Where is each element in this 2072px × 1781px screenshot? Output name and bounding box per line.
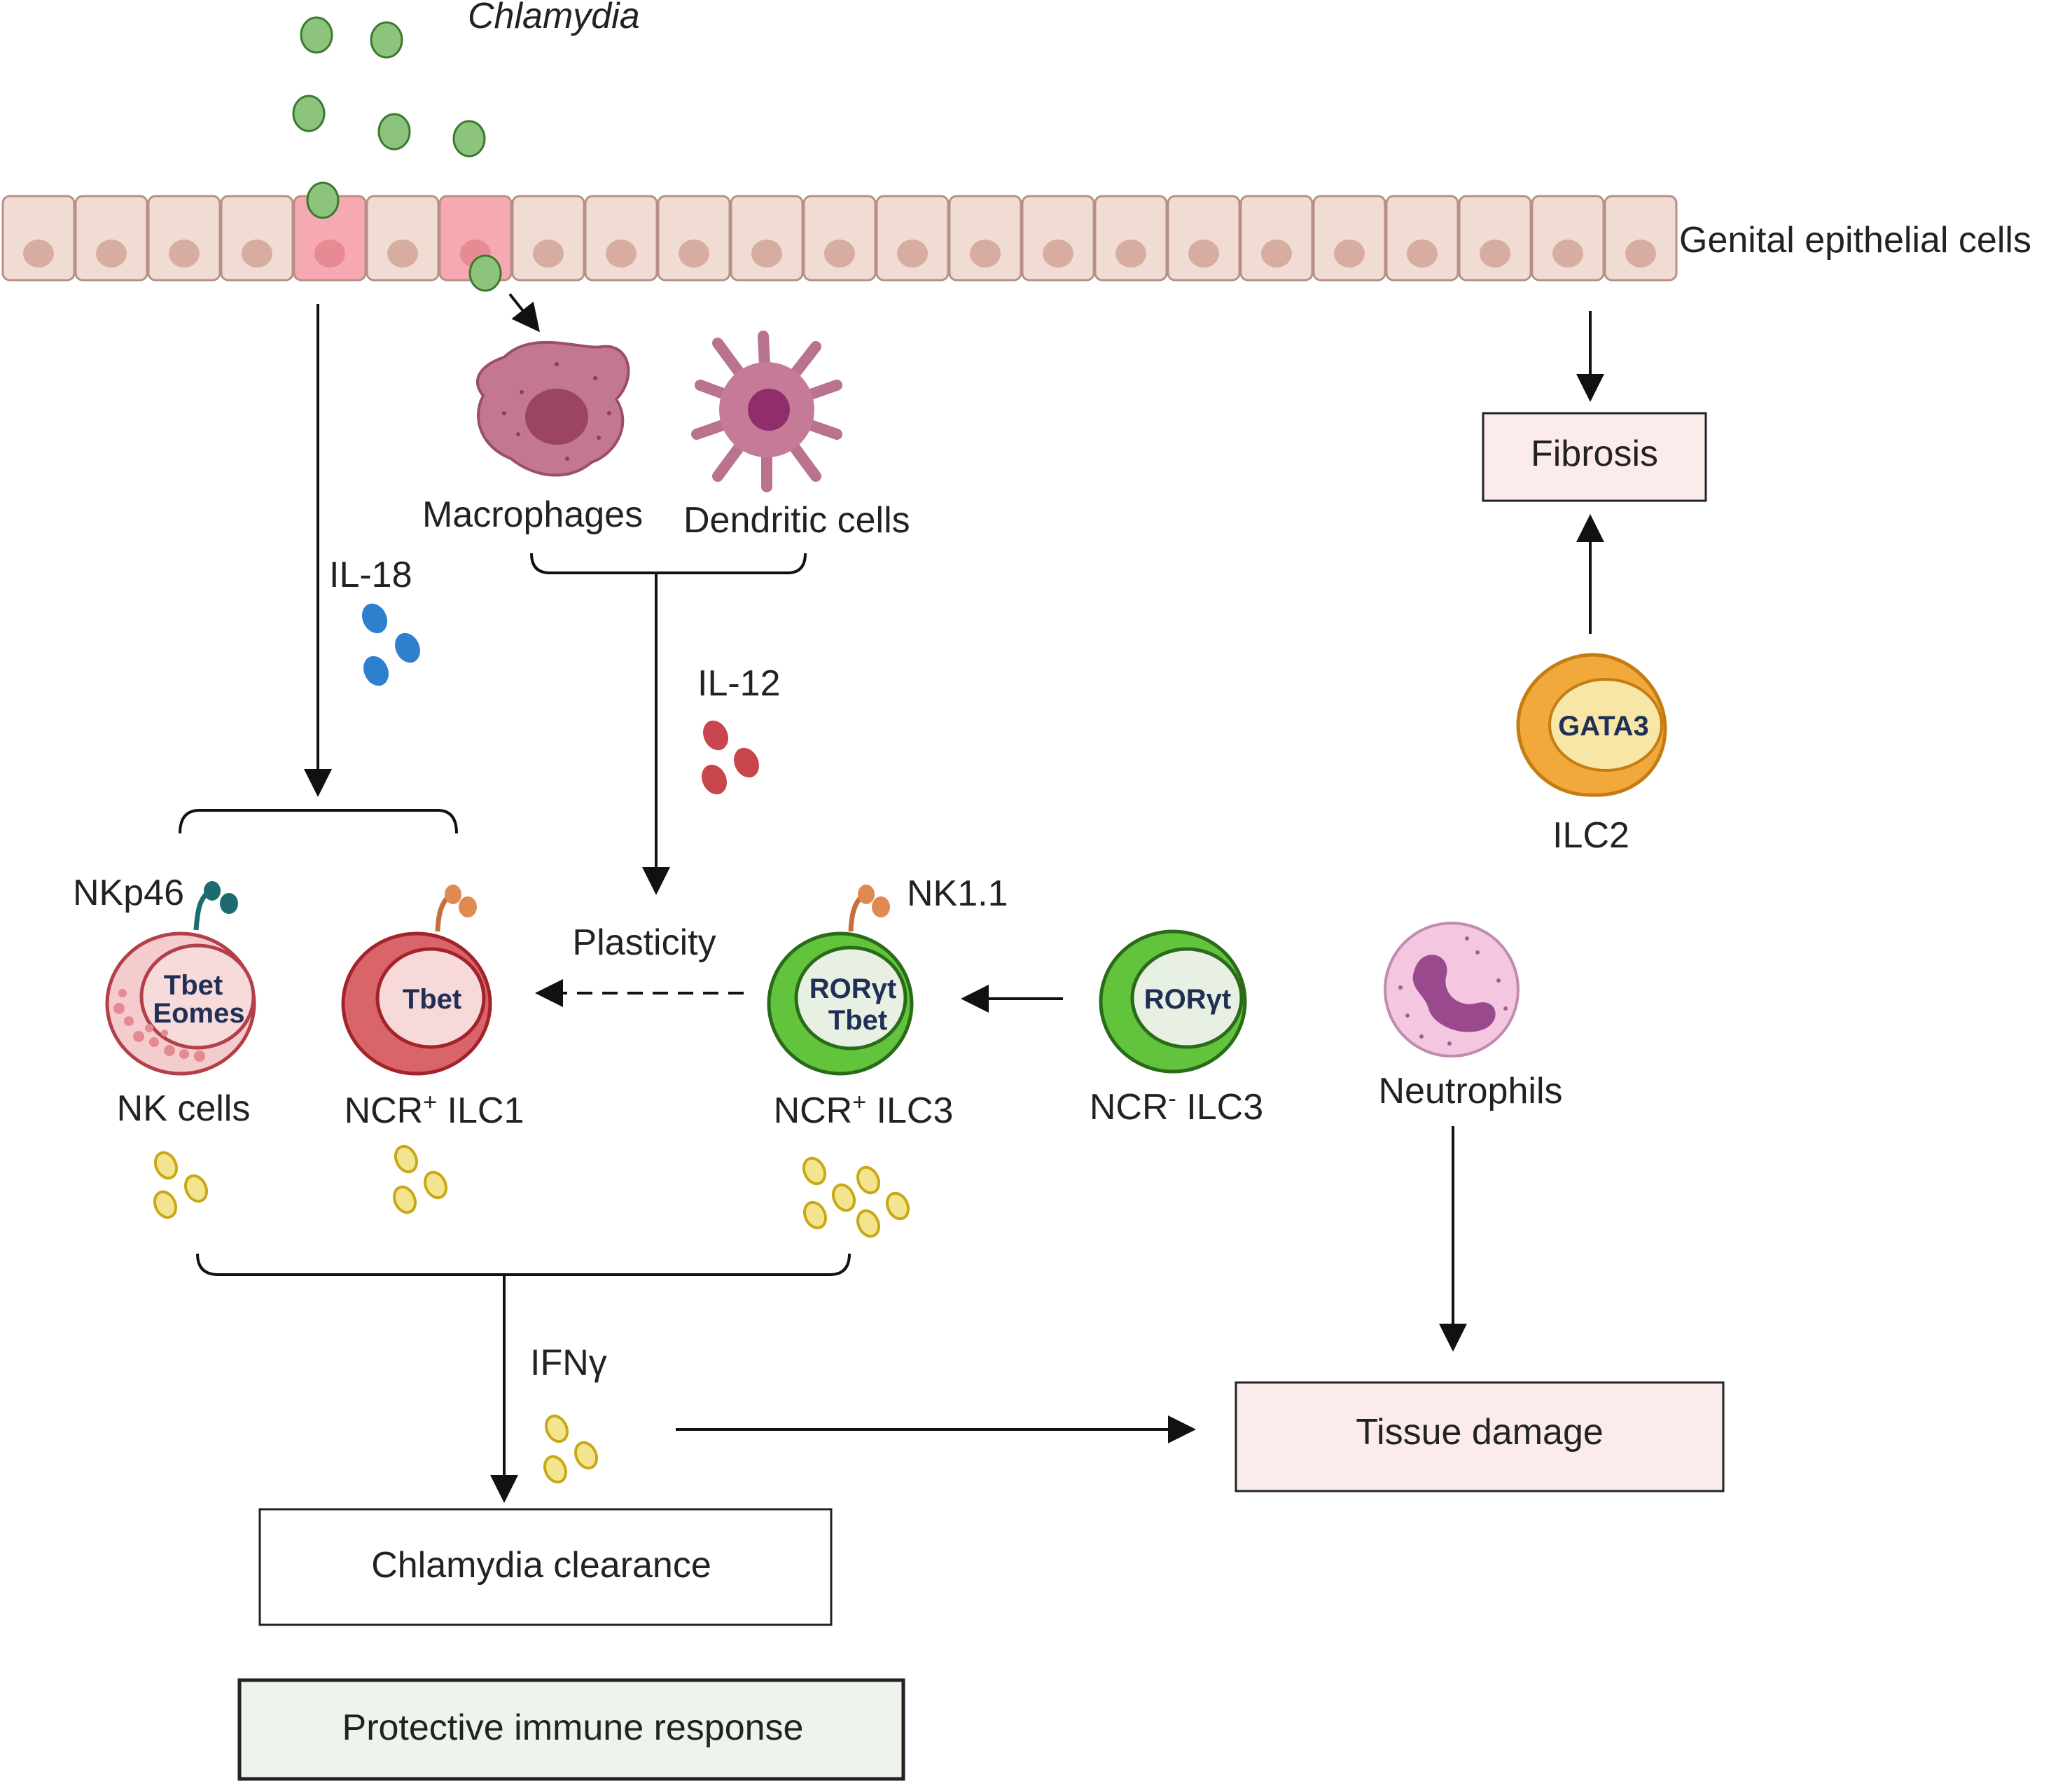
ilc3-marker-rorgt: RORγt xyxy=(809,973,896,1004)
plasticity-label: Plasticity xyxy=(572,922,716,963)
epithelial-label: Genital epithelial cells xyxy=(1679,220,2031,261)
ilc2-cell-icon xyxy=(1516,653,1667,797)
connectors xyxy=(179,293,1604,1503)
tissue-damage-label: Tissue damage xyxy=(1356,1412,1604,1453)
epithelial-cell xyxy=(730,195,804,282)
epithelial-cell xyxy=(147,195,221,282)
il18-label: IL-18 xyxy=(329,555,412,595)
tissue-damage-box xyxy=(1235,1381,1725,1492)
macrophages-label: Macrophages xyxy=(422,494,643,535)
ilc3-ncr-neg-marker: RORγt xyxy=(1144,984,1231,1015)
epithelial-cell xyxy=(1021,195,1095,282)
ilc1-marker: Tbet xyxy=(403,984,461,1015)
ilc1-label: NCR+ ILC1 xyxy=(345,1089,524,1131)
epithelial-cell xyxy=(1312,195,1386,282)
epithelial-cell xyxy=(1531,195,1605,282)
ilc3-marker-tbet: Tbet xyxy=(828,1005,887,1036)
fibrosis-label: Fibrosis xyxy=(1531,434,1658,474)
epithelial-cell xyxy=(1,195,76,282)
clearance-box xyxy=(258,1508,833,1626)
ifng-label: IFNγ xyxy=(530,1343,607,1383)
epithelial-cell xyxy=(802,195,877,282)
ilc3-ncr-neg-label: NCR- ILC3 xyxy=(1090,1086,1263,1128)
epithelial-cell xyxy=(584,195,658,282)
ilc3-ncr-pos-label: NCR+ ILC3 xyxy=(774,1089,954,1131)
dendritic-label: Dendritic cells xyxy=(683,500,910,541)
infected-epithelial-cell xyxy=(293,195,367,282)
il12-molecules xyxy=(702,720,759,795)
nk-cell-icon xyxy=(105,931,256,1076)
epithelial-cell xyxy=(657,195,731,282)
nkp46-label: NKp46 xyxy=(73,873,184,913)
nk11-receptor-icon-ilc1 xyxy=(435,885,477,932)
epithelial-cell xyxy=(1239,195,1314,282)
ilc3-ncr-pos-cell-icon xyxy=(767,931,914,1076)
epithelial-cell xyxy=(1385,195,1459,282)
epithelial-cell xyxy=(366,195,440,282)
epithelial-cell xyxy=(1167,195,1241,282)
epithelial-cell xyxy=(875,195,950,282)
fibrosis-box xyxy=(1482,412,1707,502)
epithelial-cell xyxy=(948,195,1022,282)
macrophage-icon xyxy=(475,340,630,477)
epithelial-cell xyxy=(74,195,148,282)
epithelial-cell xyxy=(1094,195,1168,282)
il18-molecules xyxy=(362,603,420,686)
epithelial-cell xyxy=(1604,195,1678,282)
nk-marker-eomes: Eomes xyxy=(153,998,244,1029)
il12-label: IL-12 xyxy=(697,663,781,704)
epithelial-layer xyxy=(1,195,1678,282)
ilc2-label: ILC2 xyxy=(1552,815,1629,856)
ilc2-marker: GATA3 xyxy=(1558,711,1649,742)
nkp46-receptor-icon xyxy=(193,881,238,931)
protective-box xyxy=(237,1678,905,1781)
chlamydia-particles xyxy=(292,16,486,158)
epithelial-cell xyxy=(1458,195,1532,282)
epithelial-cell xyxy=(511,195,585,282)
ifng-molecules xyxy=(153,1144,910,1484)
nk11-receptor-icon-ilc3 xyxy=(848,885,890,932)
clearance-label: Chlamydia clearance xyxy=(371,1545,711,1586)
invading-chlamydia xyxy=(306,181,502,292)
ilc3-ncr-neg-cell-icon xyxy=(1099,929,1247,1074)
nk11-label: NK1.1 xyxy=(907,873,1008,914)
nk-marker-tbet: Tbet xyxy=(164,970,223,1001)
nk-cells-label: NK cells xyxy=(117,1088,251,1129)
ilc1-cell-icon xyxy=(341,931,492,1076)
epithelial-cell xyxy=(220,195,294,282)
neutrophils-label: Neutrophils xyxy=(1378,1071,1562,1111)
chlamydia-label: Chlamydia xyxy=(468,0,640,36)
neutrophil-icon xyxy=(1384,922,1520,1058)
dendritic-cell-icon xyxy=(691,331,842,492)
protective-label: Protective immune response xyxy=(342,1707,804,1748)
